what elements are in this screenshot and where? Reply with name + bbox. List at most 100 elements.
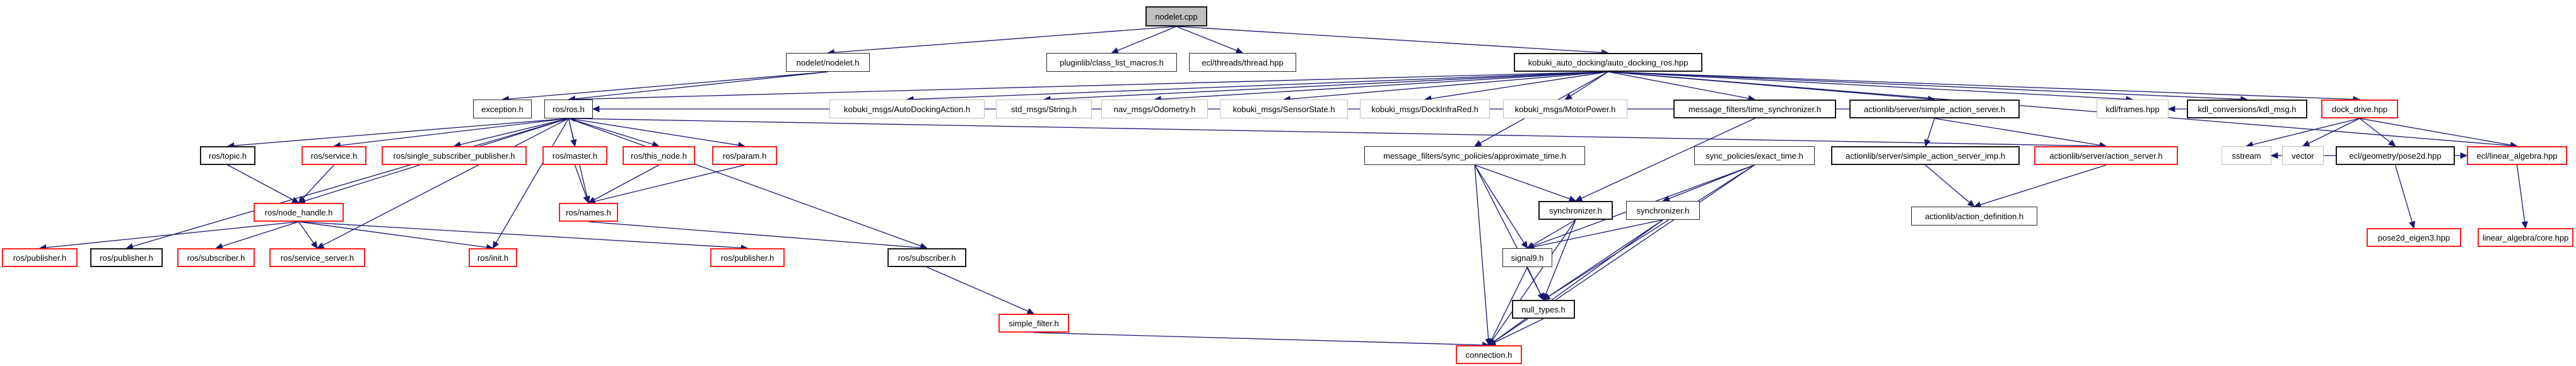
graph-node-kdl_frames[interactable]: kdl/frames.hpp bbox=[2097, 100, 2169, 118]
edge-action_server-to-ros_ros bbox=[568, 115, 2107, 147]
edge-time_sync-to-synchronizer1 bbox=[1574, 118, 1755, 202]
edge-auto_docking_ros-to-adaction bbox=[906, 71, 1608, 103]
graph-node-null_types[interactable]: null_types.h bbox=[1512, 300, 1575, 319]
graph-node-ecl_pose2d[interactable]: ecl/geometry/pose2d.hpp bbox=[2336, 146, 2455, 165]
edge-ros_ros-to-srv_server bbox=[316, 118, 569, 249]
edge-sub2-to-simple_filter bbox=[927, 266, 1035, 314]
graph-node-ros_init[interactable]: ros/init.h bbox=[469, 248, 517, 267]
graph-node-nav_odom[interactable]: nav_msgs/Odometry.h bbox=[1101, 100, 1208, 118]
edge-signal9-to-connection bbox=[1488, 266, 1528, 346]
edge-node_handle-to-sub1 bbox=[215, 221, 299, 249]
graph-node-ros_service[interactable]: ros/service.h bbox=[302, 146, 366, 165]
graph-node-pub3[interactable]: ros/publisher.h bbox=[710, 248, 785, 267]
edge-auto_docking_ros-to-dock_ir bbox=[1424, 71, 1608, 102]
graph-node-action_def[interactable]: actionlib/action_definition.h bbox=[1911, 207, 2037, 226]
edge-approx_time-to-synchronizer1 bbox=[1474, 164, 1577, 202]
edge-synchronizer2-to-signal9 bbox=[1526, 219, 1663, 250]
graph-node-pub1[interactable]: ros/publisher.h bbox=[2, 248, 78, 267]
graph-node-ros_ros[interactable]: ros/ros.h bbox=[544, 100, 593, 118]
graph-node-approx_time[interactable]: message_filters/sync_policies/approximat… bbox=[1364, 146, 1585, 165]
edge-null_types-to-connection bbox=[1488, 318, 1544, 346]
edge-auto_docking_ros-to-ecl_linalg bbox=[1608, 71, 2518, 149]
edge-nodelet_h-to-exception_h bbox=[501, 71, 828, 103]
graph-node-ros_this_node[interactable]: ros/this_node.h bbox=[623, 146, 695, 165]
graph-node-signal9[interactable]: signal9.h bbox=[1502, 248, 1552, 267]
graph-node-sub2[interactable]: ros/subscriber.h bbox=[887, 248, 966, 267]
graph-node-dock_drive[interactable]: dock_drive.hpp bbox=[2321, 100, 2398, 118]
edge-ros_this_node-to-ros_names bbox=[587, 164, 659, 203]
edge-ros_ros-to-ros_param bbox=[568, 118, 746, 149]
graph-node-connection[interactable]: connection.h bbox=[1456, 345, 1522, 364]
graph-node-ros_topic[interactable]: ros/topic.h bbox=[200, 146, 255, 165]
edge-auto_docking_ros-to-nav_odom bbox=[1154, 71, 1608, 103]
edge-simple_filter-to-connection bbox=[1033, 332, 1490, 348]
edge-ros_names-to-sub2 bbox=[588, 221, 928, 251]
graph-node-synchronizer2[interactable]: synchronizer.h bbox=[1626, 201, 1700, 220]
graph-node-vector[interactable]: vector bbox=[2282, 146, 2324, 165]
graph-node-nodelet_cpp[interactable]: nodelet.cpp bbox=[1145, 6, 1207, 26]
edge-sas_imp-to-action_def bbox=[1925, 164, 1975, 207]
edge-auto_docking_ros-to-sensor_state bbox=[1283, 71, 1608, 103]
graph-node-sub1[interactable]: ros/subscriber.h bbox=[177, 248, 255, 267]
graph-node-ecl_linalg[interactable]: ecl/linear_algebra.hpp bbox=[2467, 146, 2567, 165]
graph-node-node_handle[interactable]: ros/node_handle.h bbox=[254, 203, 344, 222]
edge-dock_drive-to-ecl_linalg bbox=[2359, 118, 2518, 149]
edge-simple_action_server-to-action_server bbox=[1934, 118, 2107, 149]
graph-node-exception_h[interactable]: exception.h bbox=[473, 100, 532, 118]
edge-ros_ros-to-ros_service bbox=[333, 118, 569, 149]
edge-auto_docking_ros-to-motor_power bbox=[1564, 71, 1608, 100]
graph-node-adaction[interactable]: kobuki_msgs/AutoDockingAction.h bbox=[829, 100, 985, 118]
graph-node-synchronizer1[interactable]: synchronizer.h bbox=[1538, 201, 1613, 220]
graph-node-sensor_state[interactable]: kobuki_msgs/SensorState.h bbox=[1220, 100, 1348, 118]
edge-synchronizer1-to-null_types bbox=[1543, 219, 1576, 301]
graph-node-simple_filter[interactable]: simple_filter.h bbox=[998, 314, 1069, 333]
graph-node-kdl_conv[interactable]: kdl_conversions/kdl_msg.h bbox=[2187, 100, 2307, 118]
edge-nodelet_cpp-to-pluginlib bbox=[1111, 26, 1177, 54]
edge-synchronizer2-to-connection bbox=[1488, 219, 1663, 346]
edge-node_handle-to-ros_init bbox=[298, 221, 494, 251]
graph-node-auto_docking_ros[interactable]: kobuki_auto_docking/auto_docking_ros.hpp bbox=[1514, 53, 1702, 72]
graph-node-pub2[interactable]: ros/publisher.h bbox=[90, 248, 163, 267]
graph-node-dock_ir[interactable]: kobuki_msgs/DockInfraRed.h bbox=[1360, 100, 1490, 118]
edge-node_handle-to-pub1 bbox=[38, 221, 299, 251]
edge-ros_ros-to-sub2 bbox=[568, 118, 928, 249]
edge-synchronizer2-to-null_types bbox=[1542, 219, 1663, 300]
graph-node-ros_param[interactable]: ros/param.h bbox=[712, 146, 777, 165]
edge-node_handle-to-srv_server bbox=[298, 221, 318, 249]
edge-ros_ros-to-ros_this_node bbox=[568, 118, 660, 147]
graph-node-motor_power[interactable]: kobuki_msgs/MotorPower.h bbox=[1503, 100, 1627, 118]
edge-nodelet_cpp-to-auto_docking_ros bbox=[1176, 26, 1609, 56]
graph-node-sstream[interactable]: sstream bbox=[2222, 146, 2271, 165]
edge-ros_master-to-ros_names bbox=[574, 164, 590, 204]
graph-node-ros_master[interactable]: ros/master.h bbox=[542, 146, 607, 165]
edge-auto_docking_ros-to-kdl_frames bbox=[1608, 71, 2134, 103]
graph-node-nodelet_h[interactable]: nodelet/nodelet.h bbox=[786, 53, 870, 72]
graph-node-time_sync[interactable]: message_filters/time_synchronizer.h bbox=[1673, 100, 1836, 118]
edge-auto_docking_ros-to-ros_ros bbox=[568, 71, 1608, 103]
edge-exact_time-to-null_types bbox=[1542, 164, 1755, 300]
graph-node-srv_server[interactable]: ros/service_server.h bbox=[269, 248, 365, 267]
graph-node-pluginlib[interactable]: pluginlib/class_list_macros.h bbox=[1046, 53, 1177, 72]
edge-ecl_pose2d-to-pose2d_eigen3 bbox=[2394, 164, 2416, 229]
edge-ecl_linalg-to-linalg_core bbox=[2516, 164, 2528, 229]
graph-node-action_server[interactable]: actionlib/server/action_server.h bbox=[2034, 146, 2178, 165]
edge-ros_service-to-node_handle bbox=[298, 164, 334, 203]
graph-node-simple_action_server[interactable]: actionlib/server/simple_action_server.h bbox=[1849, 100, 2020, 118]
graph-node-std_string[interactable]: std_msgs/String.h bbox=[996, 100, 1092, 118]
edge-simple_action_server-to-sas_imp bbox=[1924, 118, 1935, 147]
edge-approx_time-to-signal9 bbox=[1474, 164, 1528, 249]
graph-node-exact_time[interactable]: sync_policies/exact_time.h bbox=[1694, 146, 1815, 165]
graph-node-ecl_thread[interactable]: ecl/threads/thread.hpp bbox=[1189, 53, 1296, 72]
edge-nodelet_cpp-to-ecl_thread bbox=[1176, 26, 1244, 54]
graph-node-pose2d_eigen3[interactable]: pose2d_eigen3.hpp bbox=[2367, 228, 2461, 247]
graph-node-ros_ssp[interactable]: ros/single_subscriber_publisher.h bbox=[382, 146, 527, 165]
graph-node-ros_names[interactable]: ros/names.h bbox=[559, 203, 618, 222]
edge-dock_drive-to-vector bbox=[2302, 118, 2360, 147]
edge-nodelet_cpp-to-nodelet_h bbox=[827, 26, 1177, 56]
graph-node-sas_imp[interactable]: actionlib/server/simple_action_server_im… bbox=[1831, 146, 2020, 165]
edge-node_handle-to-pub3 bbox=[298, 221, 749, 251]
edge-auto_docking_ros-to-time_sync bbox=[1608, 71, 1756, 102]
edge-ros_ros-to-ros_ssp bbox=[453, 118, 569, 148]
graph-node-linalg_core[interactable]: linear_algebra/core.hpp bbox=[2478, 228, 2573, 247]
